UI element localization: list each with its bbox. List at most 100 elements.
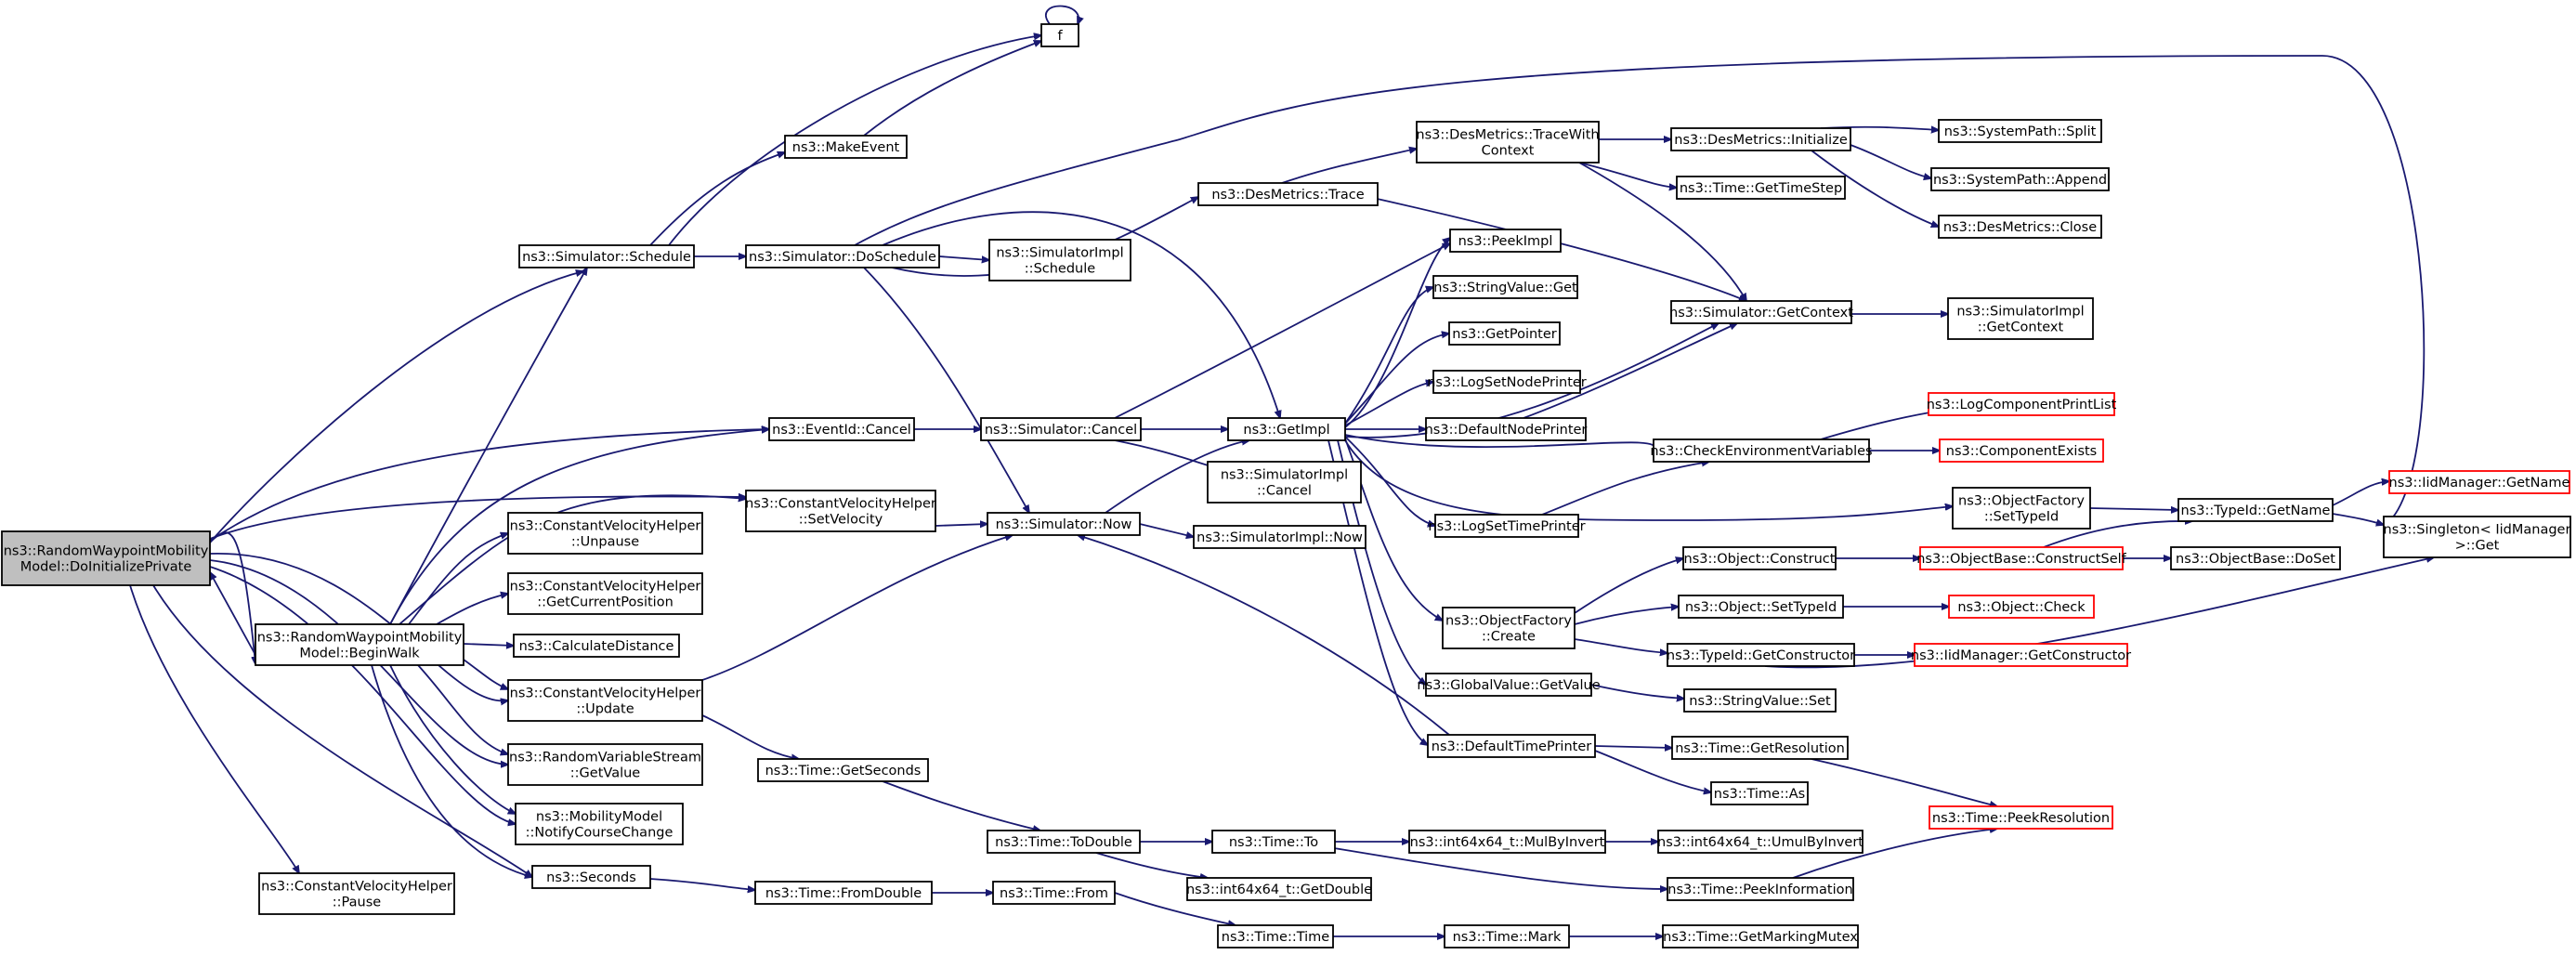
node-getimpl[interactable]: ns3::GetImpl — [1227, 417, 1346, 441]
node-singleton-get[interactable]: ns3::Singleton< IidManager>::Get — [2383, 516, 2571, 558]
edge-makeevent-f — [863, 41, 1041, 137]
node-stringvalue-set[interactable]: ns3::StringValue::Set — [1683, 688, 1837, 713]
node-label: ::Schedule — [1025, 262, 1095, 277]
node-iidmanager-getname[interactable]: ns3::IidManager::GetName — [2388, 470, 2570, 494]
node-defaultnodeprinter[interactable]: ns3::DefaultNodePrinter — [1425, 417, 1588, 441]
edge-beginwalk-eventid_cancel — [389, 429, 769, 625]
node-f[interactable]: f — [1040, 23, 1079, 47]
node-time-getseconds[interactable]: ns3::Time::GetSeconds — [757, 758, 929, 782]
node-seconds[interactable]: ns3::Seconds — [531, 865, 651, 889]
node-simimpl-cancel[interactable]: ns3::SimulatorImpl::Cancel — [1207, 461, 1362, 504]
node-systempath-append[interactable]: ns3::SystemPath::Append — [1930, 167, 2110, 191]
node-sim-getcontext[interactable]: ns3::Simulator::GetContext — [1669, 300, 1853, 324]
node-cvh-setvelocity[interactable]: ns3::ConstantVelocityHelper::SetVelocity — [745, 490, 936, 532]
node-label: ns3::RandomWaypointMobility — [4, 544, 209, 559]
node-mm-notify[interactable]: ns3::MobilityModel::NotifyCourseChange — [515, 803, 684, 845]
node-calcdist[interactable]: ns3::CalculateDistance — [513, 634, 680, 658]
node-label: ns3::ConstantVelocityHelper — [510, 519, 701, 534]
node-simimpl-schedule[interactable]: ns3::SimulatorImpl::Schedule — [988, 239, 1131, 281]
node-time-peekinformation[interactable]: ns3::Time::PeekInformation — [1667, 877, 1854, 901]
node-objfactory-create[interactable]: ns3::ObjectFactory::Create — [1442, 607, 1576, 649]
node-object-construct[interactable]: ns3::Object::Construct — [1682, 546, 1837, 570]
node-componentexists[interactable]: ns3::ComponentExists — [1939, 438, 2104, 463]
node-desmetrics-close[interactable]: ns3::DesMetrics::Close — [1938, 215, 2102, 239]
node-box — [1197, 182, 1379, 206]
node-root[interactable]: ns3::RandomWaypointMobilityModel::DoInit… — [1, 530, 211, 586]
node-box — [1947, 297, 2094, 340]
node-i64-getdouble[interactable]: ns3::int64x64_t::GetDouble — [1186, 877, 1372, 901]
node-typeid-getname[interactable]: ns3::TypeId::GetName — [2177, 498, 2334, 522]
node-label: ns3::Simulator::Cancel — [985, 423, 1137, 438]
node-simimpl-getcontext[interactable]: ns3::SimulatorImpl::GetContext — [1947, 297, 2094, 340]
edge-root-sim_schedule — [209, 271, 583, 543]
node-cvh-pause[interactable]: ns3::ConstantVelocityHelper::Pause — [258, 872, 455, 915]
node-systempath-split[interactable]: ns3::SystemPath::Split — [1938, 119, 2102, 143]
node-beginwalk[interactable]: ns3::RandomWaypointMobilityModel::BeginW… — [255, 623, 464, 666]
node-time-mark[interactable]: ns3::Time::Mark — [1444, 924, 1570, 948]
node-globalvalue-getvalue[interactable]: ns3::GlobalValue::GetValue — [1417, 673, 1601, 697]
node-sim-now[interactable]: ns3::Simulator::Now — [987, 512, 1141, 536]
node-makeevent[interactable]: ns3::MakeEvent — [784, 135, 908, 159]
node-logsettimeprinter[interactable]: ns3::LogSetTimePrinter — [1428, 514, 1586, 538]
node-label: ns3::ComponentExists — [1946, 444, 2098, 459]
node-object-settypeid[interactable]: ns3::Object::SetTypeId — [1678, 595, 1844, 619]
node-box — [1448, 321, 1561, 346]
node-objfactory-settypeid[interactable]: ns3::ObjectFactory::SetTypeId — [1952, 487, 2091, 530]
node-i64-umulbyinvert[interactable]: ns3::int64x64_t::UmulByInvert — [1657, 830, 1863, 854]
node-label: ns3::GetImpl — [1243, 423, 1329, 438]
edge-sim_now-simimpl_now — [1139, 523, 1194, 537]
node-label: ::NotifyCourseChange — [526, 826, 673, 841]
node-logsetnodeprinter[interactable]: ns3::LogSetNodePrinter — [1427, 370, 1587, 394]
node-time-from[interactable]: ns3::Time::From — [992, 881, 1116, 905]
node-label: ns3::DesMetrics::TraceWith — [1416, 128, 1599, 143]
node-box — [1425, 417, 1587, 441]
node-label: ns3::DesMetrics::Trace — [1211, 188, 1364, 203]
node-time-getresolution[interactable]: ns3::Time::GetResolution — [1671, 736, 1849, 760]
node-label: ns3::SimulatorImpl — [1221, 468, 1348, 483]
node-rvs-getvalue[interactable]: ns3::RandomVariableStream::GetValue — [507, 743, 703, 786]
node-label: ns3::CheckEnvironmentVariables — [1650, 444, 1872, 459]
node-eventid-cancel[interactable]: ns3::EventId::Cancel — [768, 417, 915, 441]
node-time-getmarkingmutex[interactable]: ns3::Time::GetMarkingMutex — [1662, 924, 1859, 948]
node-typeid-getconstructor[interactable]: ns3::TypeId::GetConstructor — [1667, 643, 1855, 667]
node-logcomponentprintlist[interactable]: ns3::LogComponentPrintList — [1927, 392, 2117, 416]
node-objectbase-doset[interactable]: ns3::ObjectBase::DoSet — [2170, 546, 2341, 570]
node-cvh-getcurpos[interactable]: ns3::ConstantVelocityHelper::GetCurrentP… — [507, 572, 703, 615]
node-label: ns3::Time::ToDouble — [995, 835, 1132, 850]
node-time-to[interactable]: ns3::Time::To — [1211, 830, 1336, 854]
node-time-todouble[interactable]: ns3::Time::ToDouble — [987, 830, 1141, 854]
node-label: ns3::IidManager::GetConstructor — [1911, 648, 2131, 663]
node-label: f — [1057, 29, 1063, 44]
node-object-check[interactable]: ns3::Object::Check — [1948, 595, 2095, 619]
node-sim-doschedule[interactable]: ns3::Simulator::DoSchedule — [745, 244, 940, 268]
edge-cvh_update-time_getseconds — [701, 714, 799, 759]
node-label: ns3::DesMetrics::Initialize — [1674, 133, 1848, 148]
node-stringvalue-get[interactable]: ns3::StringValue::Get — [1432, 275, 1578, 299]
node-getpointer[interactable]: ns3::GetPointer — [1448, 321, 1561, 346]
node-label: ns3::GetPointer — [1452, 327, 1557, 342]
node-time-gettimestep[interactable]: ns3::Time::GetTimeStep — [1676, 176, 1846, 200]
node-checkenv[interactable]: ns3::CheckEnvironmentVariables — [1650, 438, 1873, 463]
node-simimpl-now[interactable]: ns3::SimulatorImpl::Now — [1193, 525, 1366, 549]
node-desmetrics-initialize[interactable]: ns3::DesMetrics::Initialize — [1670, 127, 1851, 151]
edge-objectbase_constructself-typeid_getname — [2043, 521, 2192, 548]
node-iidmanager-getconstructor[interactable]: ns3::IidManager::GetConstructor — [1911, 643, 2131, 667]
node-defaulttimeprinter[interactable]: ns3::DefaultTimePrinter — [1427, 734, 1596, 758]
node-cvh-update[interactable]: ns3::ConstantVelocityHelper::Update — [507, 679, 703, 722]
node-i64-mulbyinvert[interactable]: ns3::int64x64_t::MulByInvert — [1408, 830, 1606, 854]
node-desmetrics-trace[interactable]: ns3::DesMetrics::Trace — [1197, 182, 1379, 206]
node-time-time[interactable]: ns3::Time::Time — [1217, 924, 1334, 948]
node-objectbase-constructself[interactable]: ns3::ObjectBase::ConstructSelf — [1916, 546, 2127, 570]
node-box — [754, 881, 933, 905]
node-cvh-unpause[interactable]: ns3::ConstantVelocityHelper::Unpause — [507, 512, 703, 555]
node-time-as[interactable]: ns3::Time::As — [1710, 781, 1809, 805]
node-peekimpl[interactable]: ns3::PeekImpl — [1449, 229, 1562, 253]
node-sim-schedule[interactable]: ns3::Simulator::Schedule — [518, 244, 695, 268]
node-time-peekresolution[interactable]: ns3::Time::PeekResolution — [1929, 805, 2113, 830]
node-time-fromdouble[interactable]: ns3::Time::FromDouble — [754, 881, 933, 905]
node-box — [1938, 119, 2102, 143]
edge-root-mm_notify — [209, 566, 516, 824]
edge-beginwalk-cvh_getcurpos — [436, 594, 508, 625]
node-sim-cancel[interactable]: ns3::Simulator::Cancel — [980, 417, 1142, 441]
